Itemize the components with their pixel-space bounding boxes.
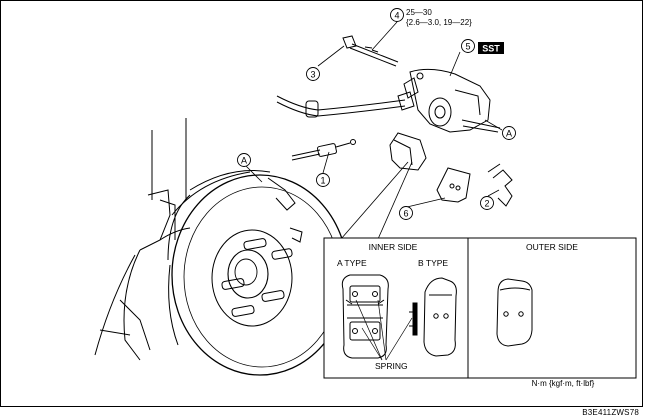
spring-leaders <box>355 299 413 361</box>
outer-side-pad <box>496 278 533 347</box>
leader-lines <box>243 21 503 240</box>
sst-label: SST <box>482 44 500 54</box>
brake-pad-outer <box>436 167 471 203</box>
callout-3-text: 3 <box>310 70 315 80</box>
inner-side-label: INNER SIDE <box>369 242 418 252</box>
brake-caliper <box>397 68 501 133</box>
callout-4-text: 4 <box>394 11 399 21</box>
callout-2-text: 2 <box>484 199 489 209</box>
callout-a-left: A <box>237 153 251 167</box>
callout-6: 6 <box>399 206 413 220</box>
suspension-structure <box>94 118 191 361</box>
torque-line-2: {2.6—3.0, 19—22} <box>406 18 472 27</box>
callout-1-text: 1 <box>320 176 325 186</box>
callout-3: 3 <box>306 67 320 81</box>
wheel-hub <box>211 229 293 327</box>
sst-badge: SST <box>478 42 504 54</box>
torque-line-1: 25—30 <box>406 8 432 17</box>
wheel-stud <box>221 238 293 317</box>
callout-4: 4 <box>390 8 404 22</box>
callout-a-right: A <box>502 126 516 140</box>
b-type-label: B TYPE <box>418 258 448 268</box>
b-type-pad <box>409 277 457 357</box>
a-type-pad <box>341 274 389 359</box>
brake-disc <box>167 169 349 376</box>
caliper-bolt <box>342 35 399 67</box>
figure-code: B3E411ZWS78 <box>582 408 639 417</box>
brake-hose <box>276 95 406 118</box>
callout-5: 5 <box>461 39 475 53</box>
dust-shield <box>267 177 303 243</box>
callout-1: 1 <box>316 173 330 187</box>
inset-box: INNER SIDE OUTER SIDE A TYPE B TYPE SPRI… <box>323 237 637 388</box>
a-type-label: A TYPE <box>337 258 367 268</box>
anti-rattle-clip <box>487 163 513 207</box>
callout-a-left-text: A <box>241 156 247 166</box>
outer-side-label: OUTER SIDE <box>526 242 578 252</box>
units-note: N·m {kgf·m, ft·lbf} <box>532 379 595 388</box>
figure-frame <box>0 0 643 407</box>
callout-2: 2 <box>480 196 494 210</box>
callout-5-text: 5 <box>465 42 470 52</box>
brake-pad-inner <box>389 132 427 171</box>
parking-brake-cable <box>291 139 356 161</box>
spring-label: SPRING <box>375 361 408 371</box>
callout-a-right-text: A <box>506 129 512 139</box>
callout-6-text: 6 <box>403 209 408 219</box>
